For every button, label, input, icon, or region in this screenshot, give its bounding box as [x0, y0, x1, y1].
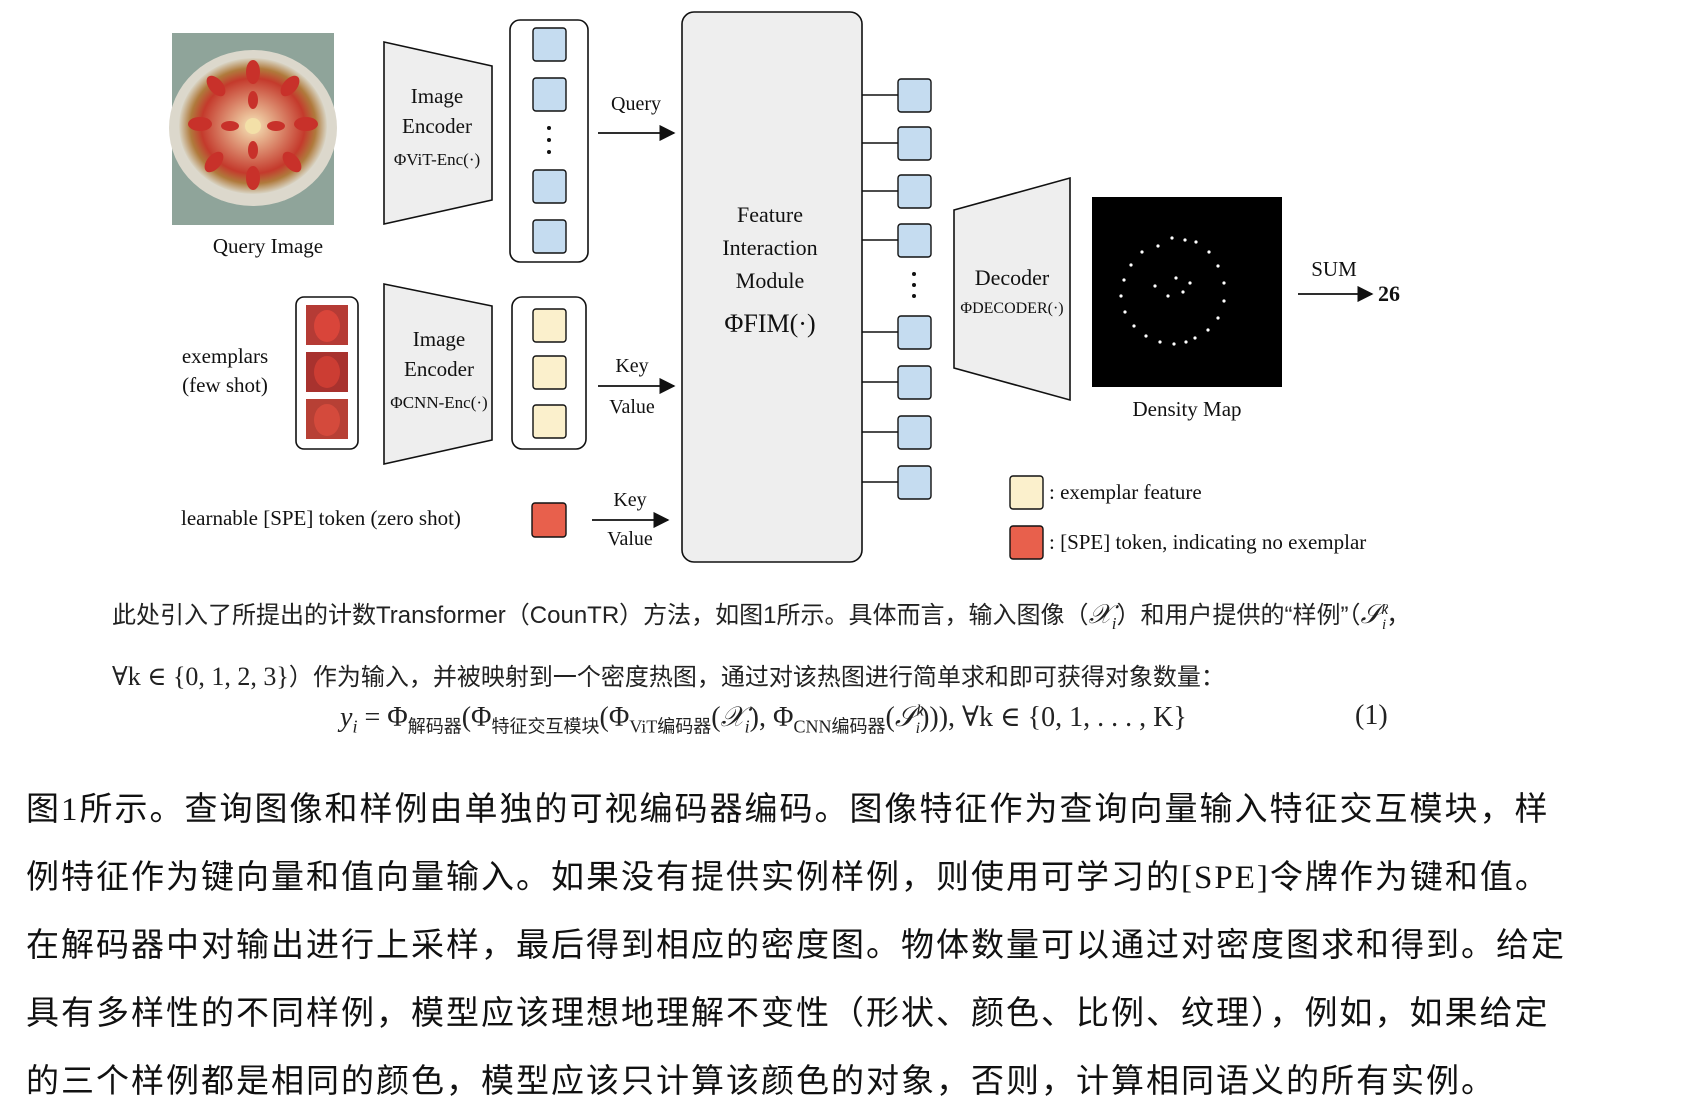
exemplar-token: [532, 355, 567, 390]
density-map: [1092, 197, 1282, 387]
body-line-1: 图1所示。查询图像和样例由单独的可视编码器编码。图像特征作为查询向量输入特征交互…: [26, 792, 1550, 828]
query-image: [169, 33, 337, 225]
decoder-symbol: ΦDECODER(·): [960, 300, 1063, 317]
feature-interaction-module: [681, 11, 863, 563]
count-value: 26: [1378, 281, 1400, 306]
decoder: [953, 176, 1071, 402]
density-map-points: [1119, 236, 1226, 346]
equation-1: yi = Φ解码器(Φ特征交互模块(ΦViT编码器(𝒳i), ΦCNN编码器(𝒮…: [340, 700, 1388, 737]
spe-value-label: Value: [607, 528, 653, 550]
fim-output-connectors: [862, 94, 898, 483]
output-token: [897, 365, 932, 400]
countr-architecture-figure: Query Image Image Encoder ΦViT-Enc(·) Qu…: [169, 11, 1400, 563]
cnn-encoder-label-line2: Encoder: [404, 357, 474, 381]
legend-spe-label: : [SPE] token, indicating no exemplar: [1049, 530, 1366, 554]
legend-exemplar-label: : exemplar feature: [1049, 480, 1202, 504]
exemplar-token: [532, 308, 567, 343]
body-line-5: 的三个样例都是相同的颜色，模型应该只计算该颜色的对象，否则，计算相同语义的所有实…: [26, 1064, 1496, 1100]
fim-label-line3: Module: [736, 268, 804, 293]
spe-token: [531, 502, 567, 538]
decoder-label: Decoder: [975, 265, 1050, 290]
cnn-encoder-symbol: ΦCNN-Enc(·): [390, 393, 487, 412]
vit-encoder-label-line1: Image: [411, 84, 463, 108]
exemplar-crop: [306, 399, 348, 439]
key-label: Key: [615, 355, 648, 377]
query-token: [532, 77, 567, 112]
fim-label-line2: Interaction: [722, 235, 817, 260]
cnn-encoder-label-line1: Image: [413, 327, 465, 351]
query-token: [532, 27, 567, 62]
exemplars-label-line1: exemplars: [182, 344, 268, 368]
caption-line-1: 此处引入了所提出的计数Transformer（CounTR）方法，如图1所示。具…: [112, 599, 1411, 633]
exemplar-token: [532, 404, 567, 439]
body-line-2: 例特征作为键向量和值向量输入。如果没有提供实例样例，则使用可学习的[SPE]令牌…: [26, 860, 1550, 896]
output-token: [897, 78, 932, 113]
ellipsis-dots: [547, 126, 551, 154]
body-paragraph: 图1所示。查询图像和样例由单独的可视编码器编码。图像特征作为查询向量输入特征交互…: [26, 776, 1686, 1116]
fim-label-line1: Feature: [737, 202, 803, 227]
exemplars-label-line2: (few shot): [182, 373, 268, 397]
caption-line-2: ∀k ∈ {0, 1, 2, 3}）作为输入，并被映射到一个密度热图，通过对该热…: [112, 661, 1225, 691]
query-arrow-label: Query: [611, 93, 661, 115]
vit-image-encoder: [383, 41, 493, 225]
density-map-label: Density Map: [1132, 397, 1241, 421]
output-token: [897, 174, 932, 209]
output-token: [897, 126, 932, 161]
sum-label: SUM: [1311, 257, 1357, 281]
spe-key-label: Key: [613, 489, 646, 511]
cnn-image-encoder: [383, 283, 493, 465]
query-image-label: Query Image: [213, 234, 323, 258]
legend-exemplar-swatch: [1009, 475, 1044, 510]
vit-encoder-label-line2: Encoder: [402, 114, 472, 138]
query-token: [532, 219, 567, 254]
output-token: [897, 415, 932, 450]
output-token: [897, 223, 932, 258]
exemplar-crop: [306, 305, 348, 345]
query-token: [532, 169, 567, 204]
body-line-3: 在解码器中对输出进行上采样，最后得到相应的密度图。物体数量可以通过对密度图求和得…: [26, 928, 1566, 964]
fim-symbol: ΦFIM(·): [724, 309, 815, 338]
value-label: Value: [609, 396, 655, 418]
body-line-4: 具有多样性的不同样例，模型应该理想地理解不变性（形状、颜色、比例、纹理），例如，…: [26, 996, 1550, 1032]
output-token: [897, 315, 932, 350]
output-ellipsis-dots: [912, 272, 916, 298]
spe-token-label: learnable [SPE] token (zero shot): [181, 506, 461, 530]
figure-caption: 此处引入了所提出的计数Transformer（CounTR）方法，如图1所示。具…: [112, 584, 1672, 704]
output-token: [897, 465, 932, 500]
vit-encoder-symbol: ΦViT-Enc(·): [394, 150, 480, 169]
equation-number: (1): [1355, 700, 1388, 731]
legend-spe-swatch: [1009, 525, 1044, 560]
exemplar-crop: [306, 352, 348, 392]
